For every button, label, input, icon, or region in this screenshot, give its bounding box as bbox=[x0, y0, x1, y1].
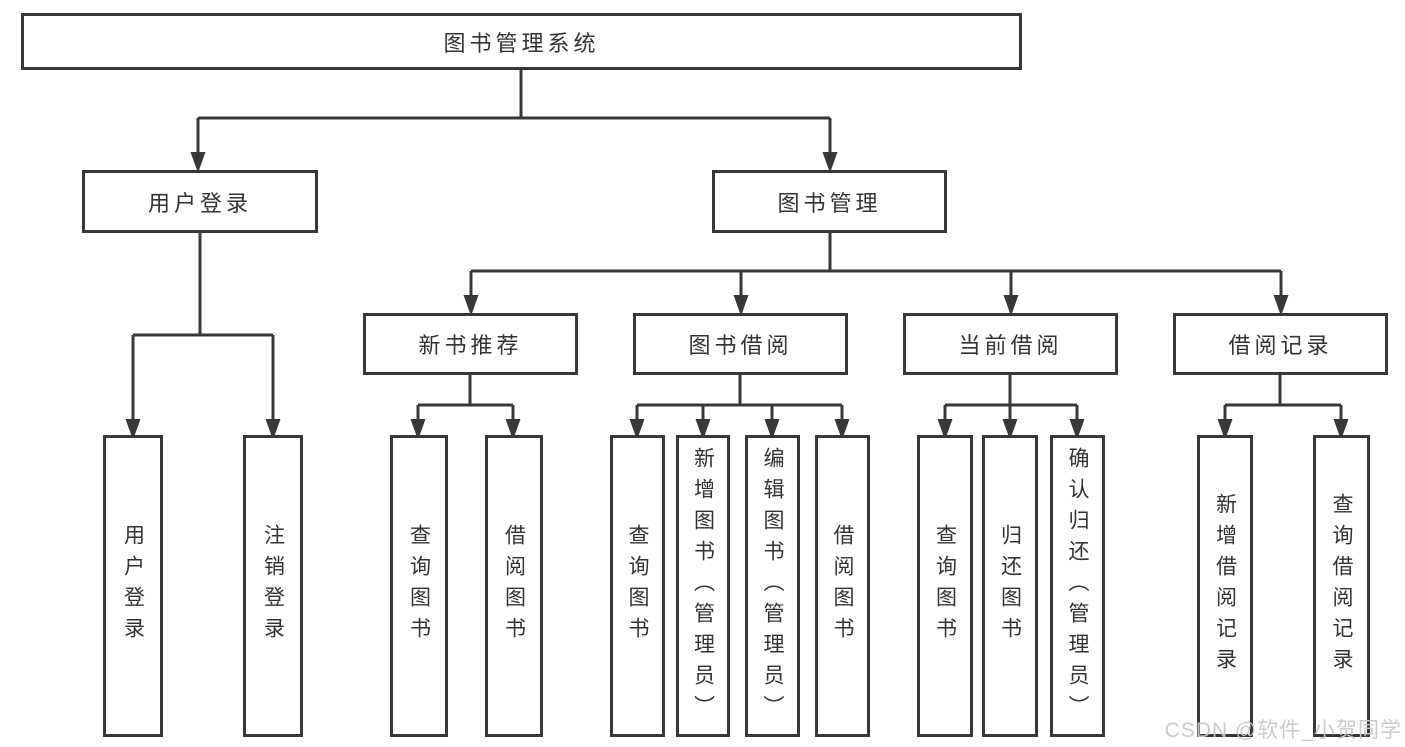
connector-user-login bbox=[131, 232, 275, 420]
leaf-query-books-borrowing: 查询图书 bbox=[610, 435, 665, 737]
leaf-confirm-return-admin: 确认归还（管理员） bbox=[1050, 435, 1105, 737]
node-book-management: 图书管理 bbox=[712, 170, 947, 233]
connector-book-borrow bbox=[635, 374, 844, 420]
leaf-add-books-admin: 新增图书（管理员） bbox=[676, 435, 730, 737]
connector-records bbox=[1223, 374, 1343, 420]
leaf-borrow-books-borrowing: 借阅图书 bbox=[815, 435, 870, 737]
connector-new-book bbox=[416, 374, 515, 420]
leaf-user-login: 用户登录 bbox=[103, 435, 163, 737]
leaf-query-books-current: 查询图书 bbox=[917, 435, 973, 737]
connector-book-mgmt bbox=[469, 233, 1283, 296]
connector-current-borrow bbox=[943, 374, 1079, 420]
node-user-login: 用户登录 bbox=[82, 170, 318, 233]
leaf-edit-books-admin: 编辑图书（管理员） bbox=[745, 435, 800, 737]
node-book-borrowing: 图书借阅 bbox=[633, 313, 848, 375]
connector-root bbox=[196, 70, 832, 153]
csdn-watermark: CSDN @软件_小贺同学 bbox=[1164, 719, 1402, 742]
leaf-query-books-recommend: 查询图书 bbox=[390, 435, 448, 737]
leaf-query-borrow-record: 查询借阅记录 bbox=[1313, 435, 1370, 737]
node-borrowing-records: 借阅记录 bbox=[1173, 313, 1388, 375]
node-new-book-recommendation: 新书推荐 bbox=[363, 313, 578, 375]
leaf-logout-login: 注销登录 bbox=[243, 435, 303, 737]
leaf-return-books: 归还图书 bbox=[982, 435, 1038, 737]
node-current-borrowing: 当前借阅 bbox=[903, 313, 1118, 375]
node-library-system: 图书管理系统 bbox=[21, 13, 1022, 70]
leaf-add-borrow-record: 新增借阅记录 bbox=[1197, 435, 1253, 737]
leaf-borrow-books-recommend: 借阅图书 bbox=[485, 435, 543, 737]
